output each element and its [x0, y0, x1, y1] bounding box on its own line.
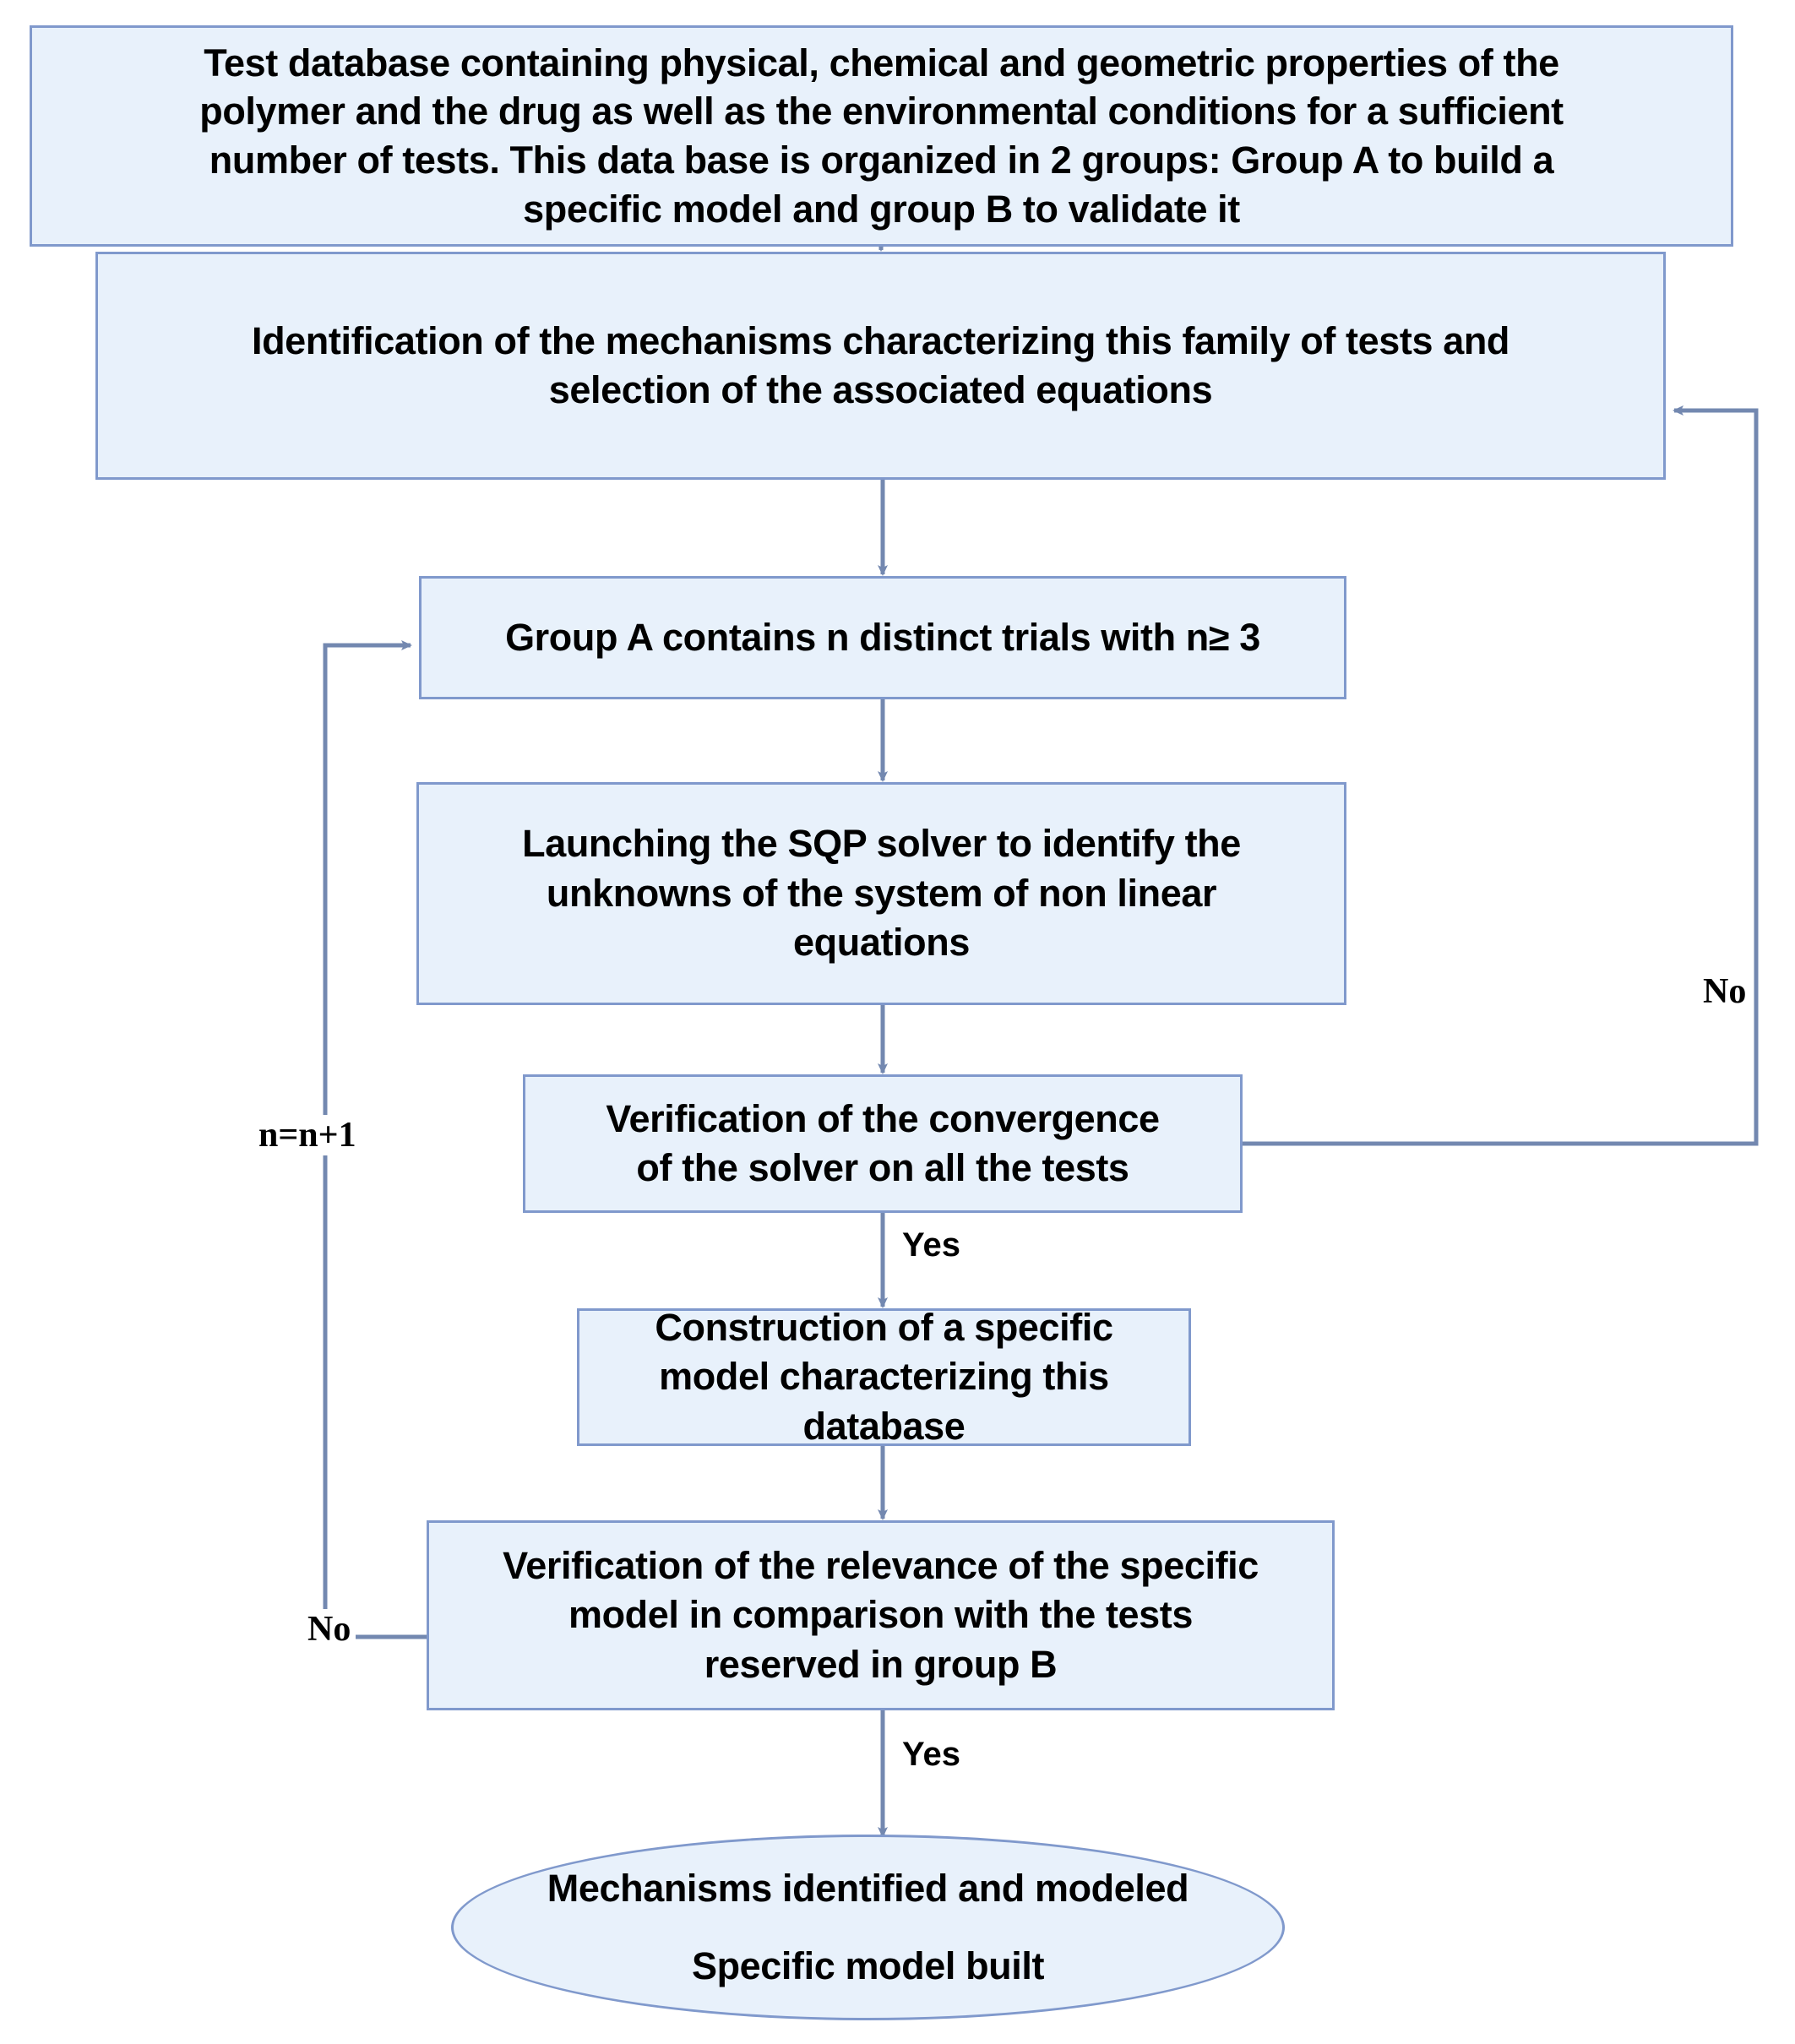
- node-verify-relevance[interactable]: Verification of the relevance of the spe…: [427, 1520, 1335, 1710]
- node-text: Group A contains n distinct trials with …: [505, 615, 1260, 659]
- node-text: Verification of the relevance of the spe…: [503, 1543, 1259, 1686]
- node-launch-sqp-solver[interactable]: Launching the SQP solver to identify the…: [416, 782, 1346, 1005]
- terminal-line-2: Specific model built: [691, 1944, 1045, 1987]
- node-identification-mechanisms[interactable]: Identification of the mechanisms charact…: [95, 252, 1666, 480]
- node-construct-specific-model[interactable]: Construction of a specific model charact…: [577, 1306, 1191, 1448]
- node-text: Test database containing physical, chemi…: [199, 41, 1564, 231]
- edge-label-no-convergence: No: [1698, 971, 1752, 1012]
- edge-label-yes-convergence: Yes: [897, 1226, 965, 1264]
- node-terminal-model-built[interactable]: Mechanisms identified and modeled Specif…: [451, 1835, 1285, 2020]
- node-text: Launching the SQP solver to identify the…: [522, 822, 1241, 965]
- edge-label-n-increment: n=n+1: [253, 1115, 362, 1155]
- terminal-line-1: Mechanisms identified and modeled: [547, 1867, 1189, 1910]
- edge-label-yes-relevance: Yes: [897, 1736, 965, 1774]
- node-group-a-trials[interactable]: Group A contains n distinct trials with …: [419, 576, 1346, 699]
- node-text: Verification of the convergence of the s…: [606, 1096, 1160, 1190]
- node-text: Construction of a specific model charact…: [655, 1305, 1113, 1448]
- node-text: Identification of the mechanisms charact…: [251, 318, 1510, 412]
- edge-label-no-relevance: No: [302, 1609, 356, 1650]
- edge-n5-n2-no: [1243, 405, 1759, 1146]
- node-verify-convergence[interactable]: Verification of the convergence of the s…: [523, 1074, 1243, 1213]
- node-test-database[interactable]: Test database containing physical, chemi…: [30, 25, 1733, 247]
